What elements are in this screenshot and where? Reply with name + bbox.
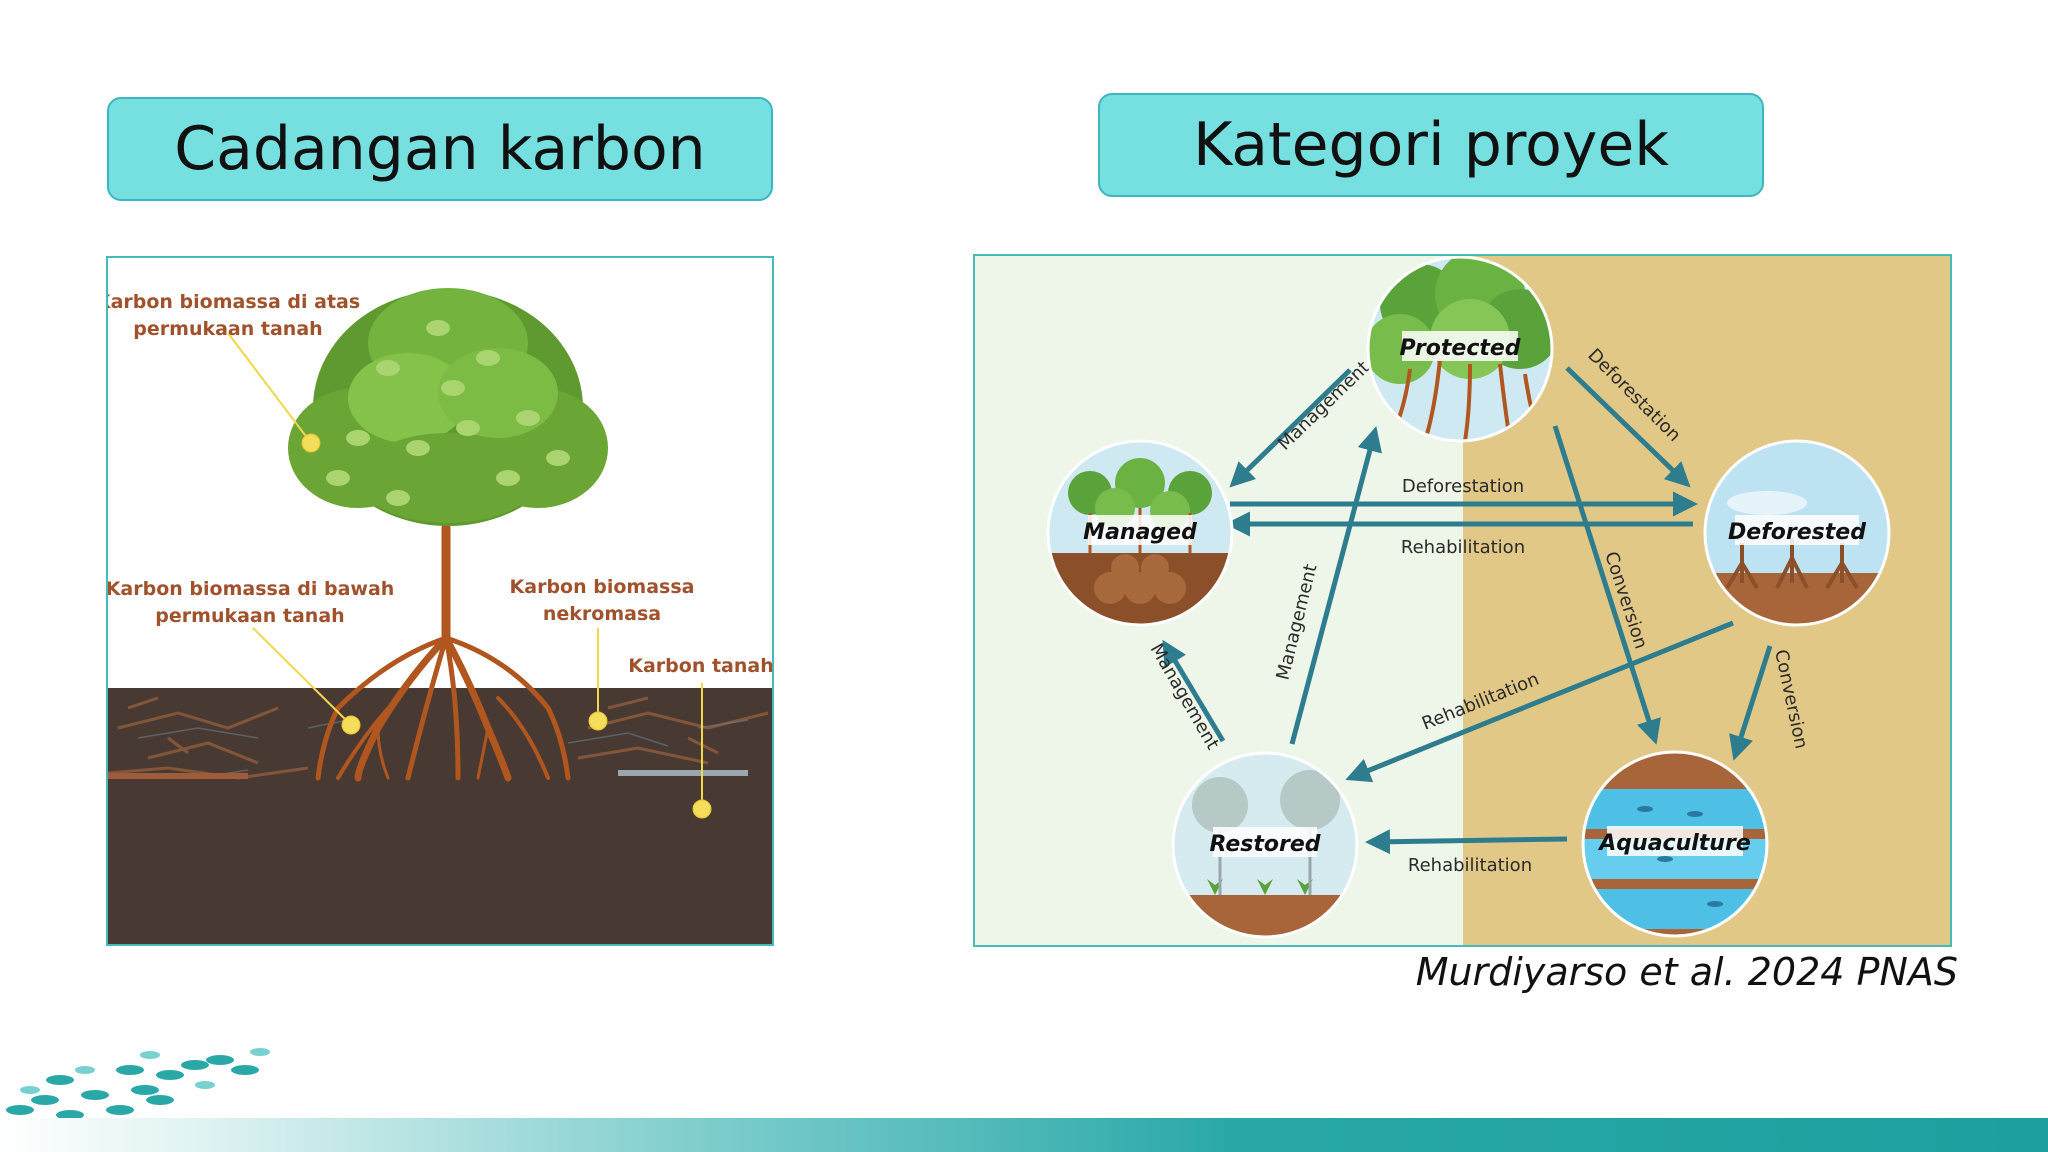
necromass-marker bbox=[588, 711, 608, 731]
below-ground-marker bbox=[341, 715, 361, 735]
carbon-stock-title-text: Cadangan karbon bbox=[174, 114, 706, 184]
project-category-diagram: Management Deforestation Deforestation R… bbox=[973, 254, 1952, 947]
mangrove-tree-illustration: Karbon biomassa di atas permukaan tanah … bbox=[108, 288, 774, 944]
carbon-stock-title: Cadangan karbon bbox=[107, 97, 773, 201]
node-protected: Protected bbox=[1366, 256, 1554, 443]
below-ground-label-2: permukaan tanah bbox=[155, 605, 344, 627]
leader-lines bbox=[227, 332, 703, 809]
node-protected-label: Protected bbox=[1399, 336, 1520, 361]
arrow-deforested-aquaculture bbox=[1729, 645, 1773, 761]
node-aquaculture-label: Aquaculture bbox=[1597, 831, 1751, 856]
soil-carbon-label: Karbon tanah bbox=[628, 655, 774, 677]
label-aquaculture-restored: Rehabilitation bbox=[1408, 855, 1532, 876]
project-category-network: Management Deforestation Deforestation R… bbox=[975, 256, 1950, 945]
necromass-label-2: nekromasa bbox=[543, 603, 661, 625]
arrow-protected-deforested bbox=[1565, 366, 1691, 488]
arrow-aquaculture-restored bbox=[1365, 829, 1568, 855]
node-restored-label: Restored bbox=[1209, 832, 1320, 857]
node-restored: Restored bbox=[1171, 751, 1359, 939]
node-managed: Managed bbox=[1046, 439, 1234, 627]
below-ground-label-1: Karbon biomassa di bawah bbox=[108, 578, 394, 600]
tree-foliage bbox=[288, 288, 608, 526]
bottom-accent-bar bbox=[0, 1118, 2048, 1152]
label-managed-deforested: Deforestation bbox=[1402, 476, 1524, 497]
node-deforested: Deforested bbox=[1703, 439, 1891, 627]
necromass-label-1: Karbon biomassa bbox=[510, 576, 695, 598]
above-ground-label-2: permukaan tanah bbox=[133, 318, 322, 340]
carbon-stock-diagram: Karbon biomassa di atas permukaan tanah … bbox=[106, 256, 774, 946]
project-category-title-text: Kategori proyek bbox=[1192, 110, 1669, 180]
dead-log bbox=[618, 770, 748, 776]
tree-roots bbox=[315, 523, 571, 782]
soil-layer bbox=[108, 688, 772, 944]
above-ground-label-1: Karbon biomassa di atas bbox=[108, 291, 360, 313]
project-category-title: Kategori proyek bbox=[1098, 93, 1764, 197]
node-aquaculture: Aquaculture bbox=[1581, 750, 1769, 938]
soil-marker bbox=[692, 799, 712, 819]
arrow-protected-aquaculture bbox=[1552, 425, 1661, 745]
arrow-deforested-restored bbox=[1345, 620, 1734, 783]
arrow-restored-protected bbox=[1289, 426, 1382, 745]
dead-branch bbox=[108, 773, 248, 779]
carbon-markers bbox=[301, 433, 712, 819]
label-deforested-managed: Rehabilitation bbox=[1401, 537, 1525, 558]
citation: Murdiyarso et al. 2024 PNAS bbox=[1415, 950, 1958, 994]
arrow-restored-managed bbox=[1162, 639, 1226, 743]
node-deforested-label: Deforested bbox=[1728, 520, 1866, 545]
transition-arrows bbox=[1162, 366, 1773, 855]
arrow-protected-managed bbox=[1229, 368, 1352, 488]
node-managed-label: Managed bbox=[1083, 520, 1197, 545]
above-ground-marker bbox=[301, 433, 321, 453]
